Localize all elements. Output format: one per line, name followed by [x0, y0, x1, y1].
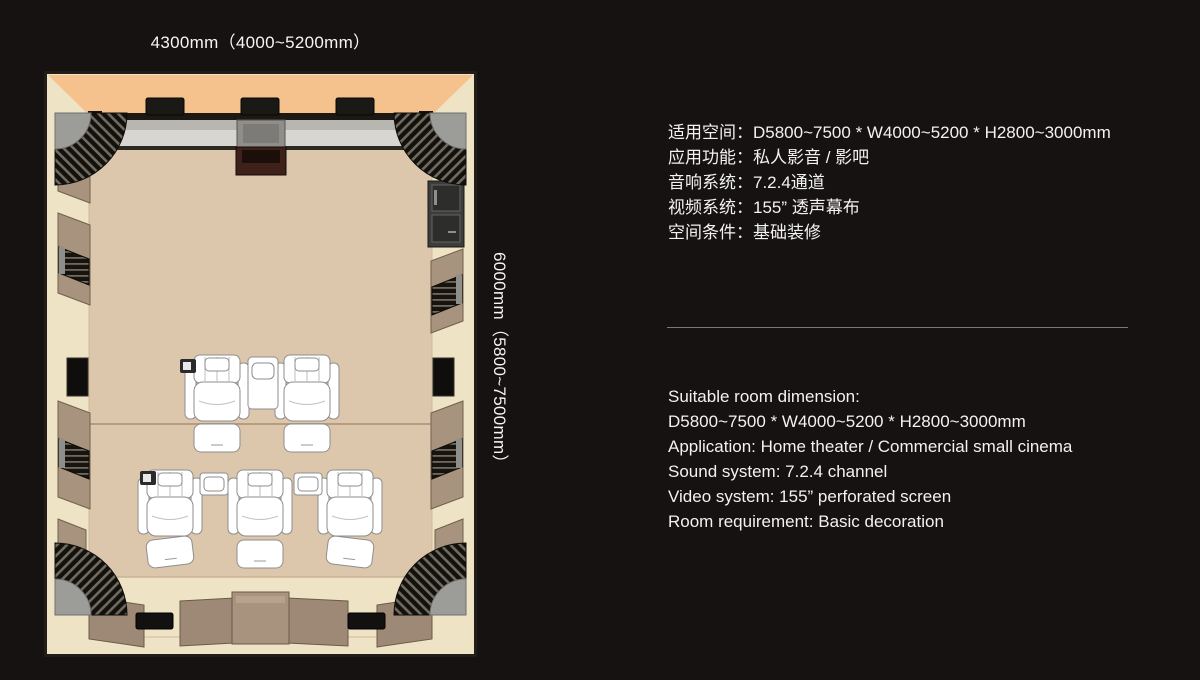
plan-width-dimension-label: 4300mm（4000~5200mm）	[150, 33, 371, 52]
spec-line-sound-system-en: Sound system: 7.2.4 channel	[668, 462, 888, 481]
spec-line-room-size-cn: 适用空间：D5800~7500 * W4000~5200 * H2800~300…	[668, 123, 1111, 142]
corner-bass-trap-top-right	[393, 112, 467, 186]
front-speaker-right	[335, 97, 375, 116]
corner-bass-trap-bottom-right	[393, 542, 467, 616]
spec-line-room-requirement-cn: 空间条件：基础装修	[668, 223, 821, 242]
corner-bass-trap-top-left	[54, 112, 128, 186]
surround-speaker-right	[432, 357, 455, 397]
divider-line	[667, 327, 1128, 328]
spec-line-room-size-title-en: Suitable room dimension:	[668, 387, 860, 406]
specs-chinese: 适用空间：D5800~7500 * W4000~5200 * H2800~300…	[668, 120, 1111, 245]
seat-row-back	[137, 469, 383, 570]
center-speaker-box	[235, 119, 287, 176]
wall-diffusers-right	[431, 274, 463, 480]
spec-line-sound-system-cn: 音响系统：7.2.4通道	[668, 173, 825, 192]
seat-row-front	[180, 354, 340, 453]
spec-line-room-size-en: D5800~7500 * W4000~5200 * H2800~3000mm	[668, 412, 1026, 431]
plan-depth-dimension-label: 6000mm（5800~7500mm）	[490, 252, 509, 472]
rear-speaker-left	[135, 612, 174, 630]
rear-speaker-right	[347, 612, 386, 630]
wall-diffusers-left	[58, 246, 90, 480]
floor-plan-svg	[44, 71, 477, 657]
floor-plan	[44, 71, 477, 657]
rear-platform	[88, 591, 433, 648]
front-speaker-left	[145, 97, 185, 116]
front-speakers	[145, 97, 375, 116]
surround-speaker-left	[66, 357, 89, 397]
spec-line-room-requirement-en: Room requirement: Basic decoration	[668, 512, 944, 531]
front-speaker-center	[240, 97, 280, 116]
corner-bass-trap-bottom-left	[54, 542, 128, 616]
spec-line-application-cn: 应用功能：私人影音 / 影吧	[668, 148, 870, 167]
specs-english: Suitable room dimension: D5800~7500 * W4…	[668, 384, 1072, 534]
equipment-rack	[427, 180, 465, 248]
spec-line-application-en: Application: Home theater / Commercial s…	[668, 437, 1073, 456]
spec-line-video-system-cn: 视频系统：155” 透声幕布	[668, 198, 860, 217]
spec-line-video-system-en: Video system: 155” perforated screen	[668, 487, 952, 506]
